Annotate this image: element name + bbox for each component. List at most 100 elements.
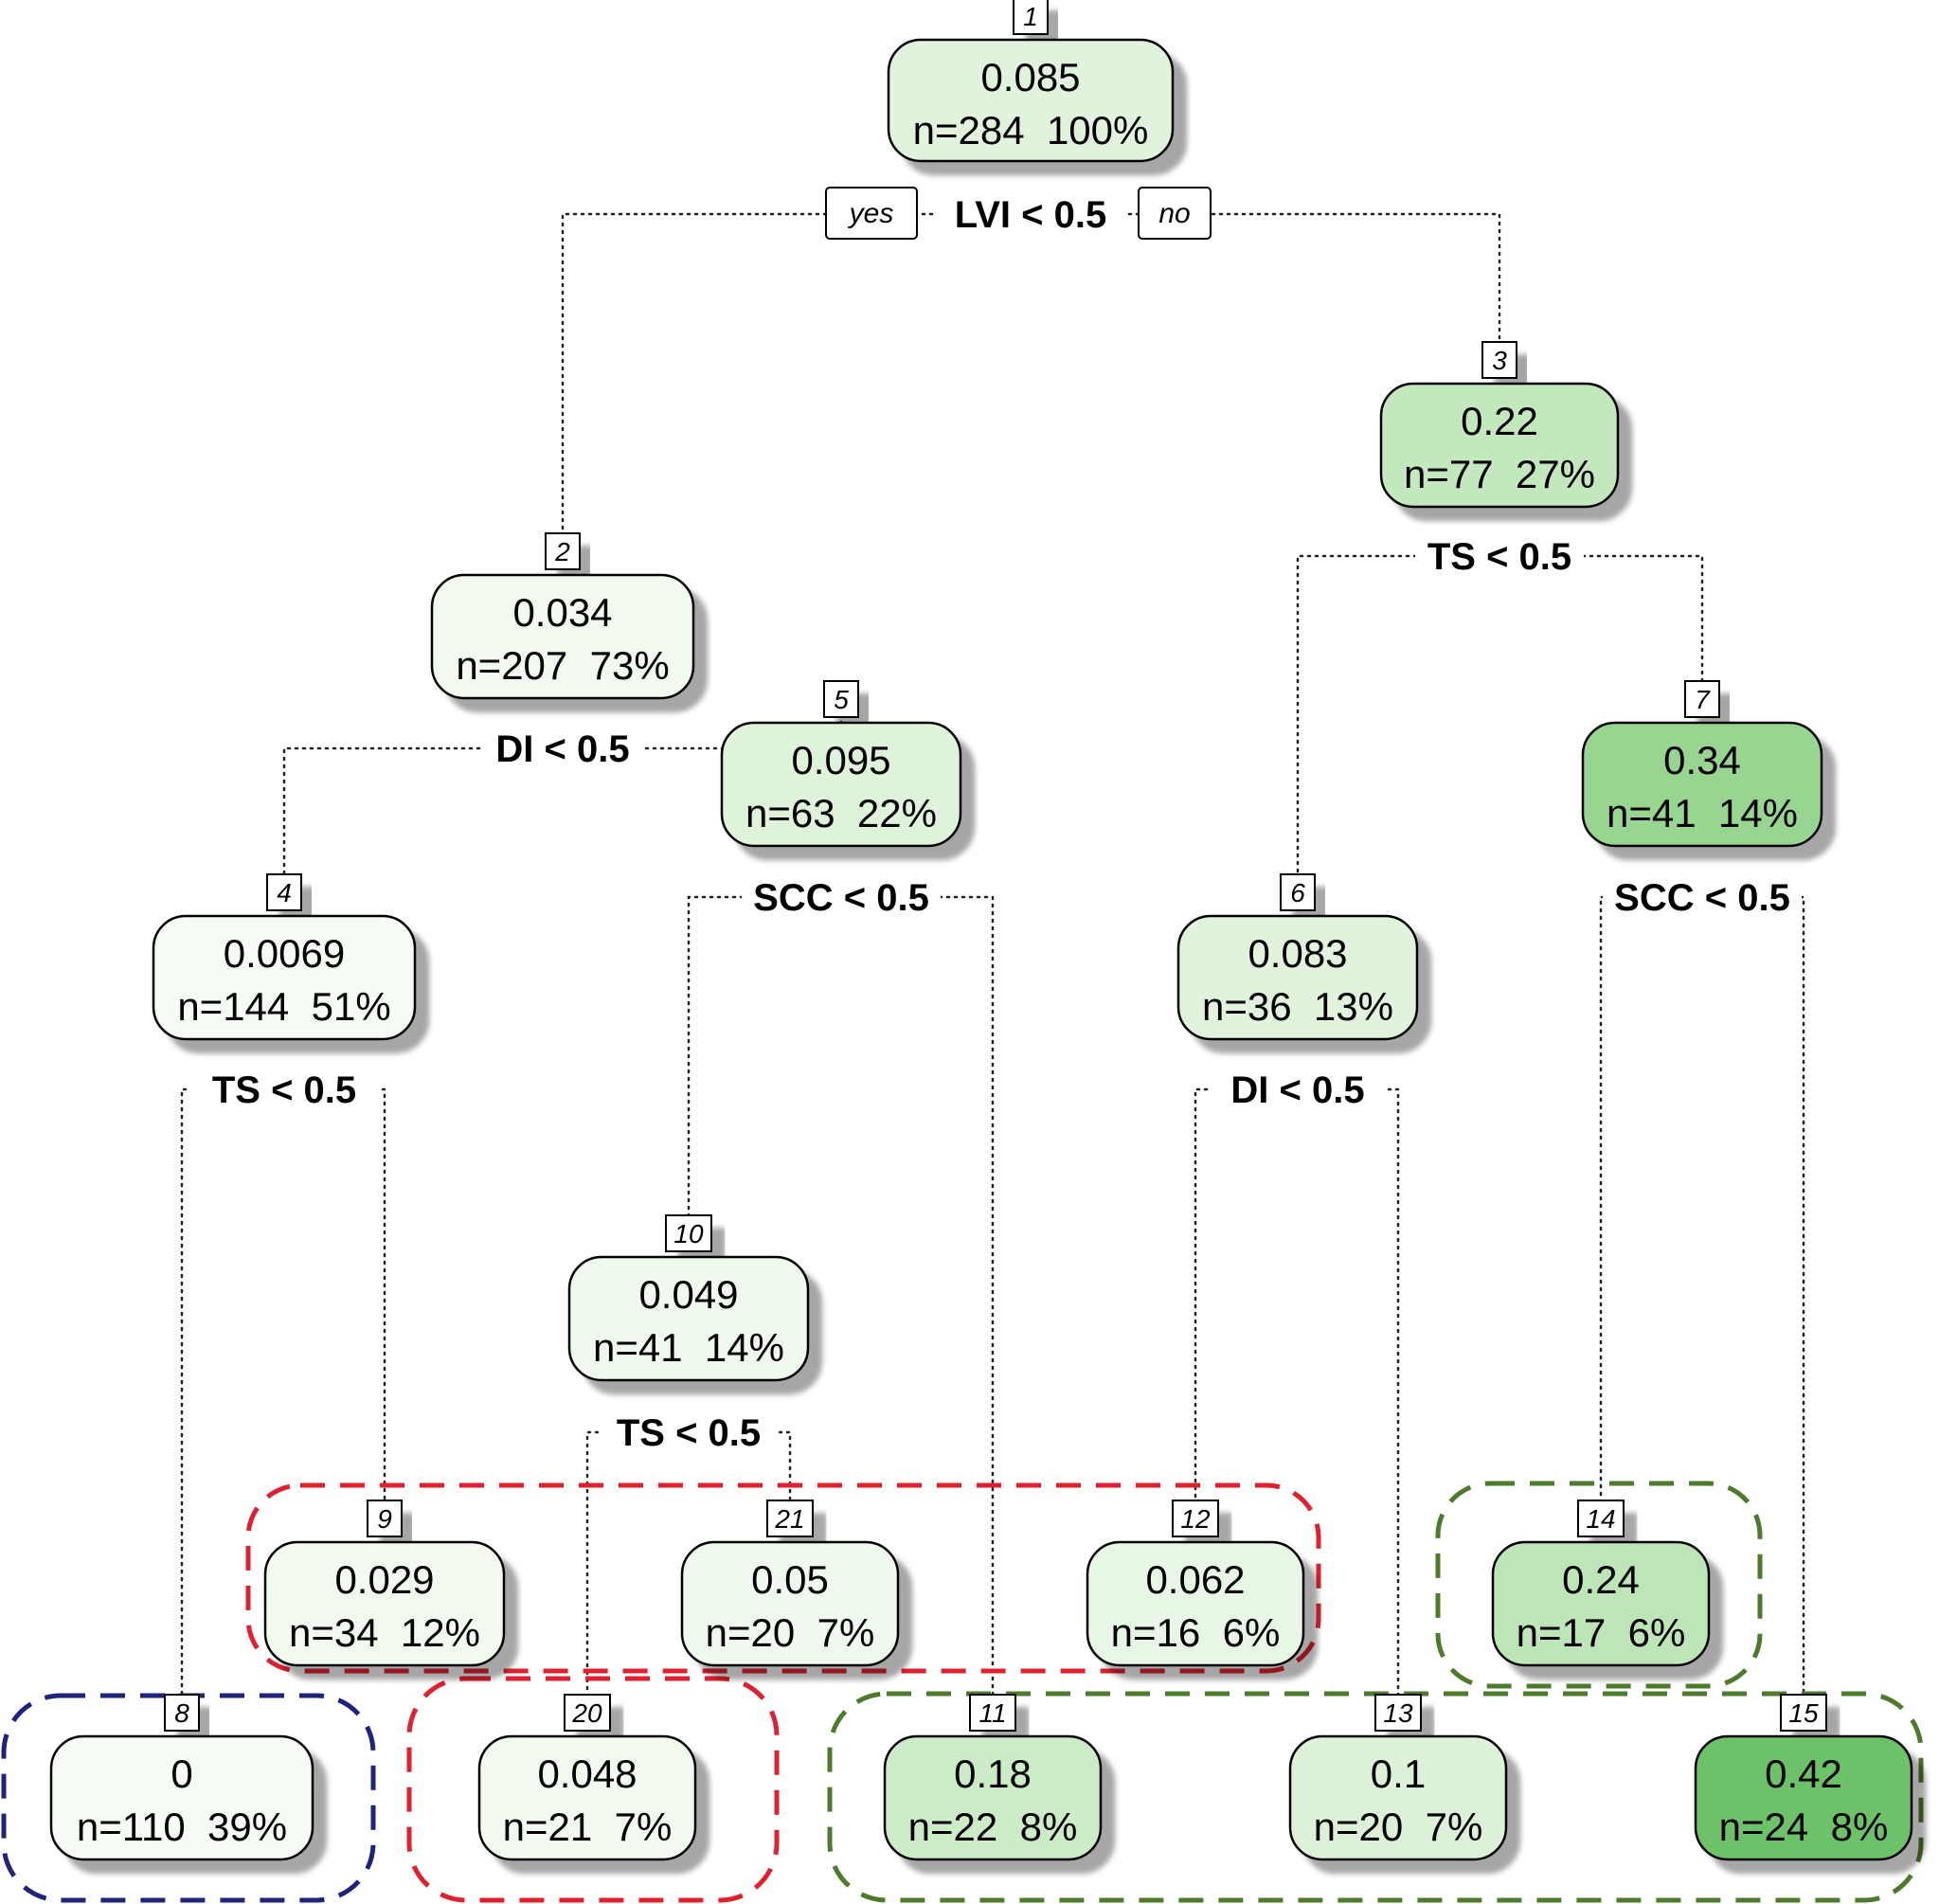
node-stats: n=20 7% — [706, 1610, 875, 1655]
node-stats: n=34 12% — [289, 1610, 480, 1655]
branch-label-yes: yes — [825, 187, 918, 240]
node-value: 0.029 — [334, 1557, 434, 1602]
node-id-box — [665, 1214, 712, 1252]
node-id-label: 12 — [1180, 1504, 1211, 1534]
tree-node-8: 80n=110 39% — [49, 1694, 314, 1861]
node-id-label: 6 — [1290, 878, 1305, 907]
edge-5-11 — [839, 895, 995, 1700]
node-value: 0.05 — [751, 1557, 829, 1602]
node-id-label: 5 — [834, 685, 849, 714]
node-value: 0.085 — [980, 55, 1080, 99]
node-id-box — [823, 680, 859, 718]
split-label-bg — [936, 186, 1125, 239]
node-value: 0.0069 — [224, 931, 345, 976]
node-box — [430, 573, 695, 700]
node-value: 0.048 — [537, 1751, 637, 1796]
split-label-bg — [742, 869, 941, 922]
node-id-label: 13 — [1383, 1698, 1413, 1728]
node-id-box — [164, 1694, 200, 1732]
node-value: 0.24 — [1562, 1557, 1640, 1602]
node-box — [1288, 1734, 1508, 1861]
split-text: TS < 0.5 — [1427, 536, 1571, 578]
edge-6-13 — [1296, 1087, 1400, 1700]
split-label-bg — [1209, 1061, 1387, 1114]
branch-label-box — [1138, 187, 1212, 240]
node-id-box — [1780, 1694, 1827, 1732]
node-id-box — [1013, 0, 1049, 35]
split-label-bg — [1415, 528, 1584, 581]
node-stats: n=16 6% — [1111, 1610, 1281, 1655]
node-stats: n=144 51% — [177, 984, 390, 1029]
node-id-label: 14 — [1586, 1504, 1615, 1534]
node-id-label: 1 — [1023, 2, 1038, 31]
node-stats: n=110 39% — [77, 1805, 287, 1849]
node-value: 0.22 — [1461, 399, 1538, 443]
tree-node-11: 11 0.18 n=22 8% — [883, 1694, 1103, 1861]
node-id-box — [545, 532, 581, 570]
node-value: 0.083 — [1248, 931, 1347, 976]
node-id-label: 9 — [377, 1504, 392, 1534]
node-id-label: 11 — [978, 1698, 1006, 1728]
edge-7-14 — [1599, 895, 1704, 1506]
red-group-outline-2 — [406, 1676, 780, 1903]
node-value: 0.18 — [954, 1751, 1032, 1796]
branch-label-text: yes — [848, 198, 894, 229]
node-id-label: 20 — [571, 1698, 602, 1728]
node-box — [1379, 382, 1620, 509]
node-stats: n=41 14% — [593, 1325, 784, 1370]
node-id-box — [1374, 1694, 1422, 1732]
node-id-box — [1280, 873, 1316, 911]
node-id-box — [367, 1500, 403, 1537]
node-value: 0.095 — [791, 738, 890, 782]
split-text: DI < 0.5 — [495, 728, 629, 770]
node-stats: n=20 7% — [1314, 1805, 1483, 1849]
branch-label-no: no — [1138, 187, 1212, 240]
edge-5-10 — [687, 895, 843, 1221]
split-text: DI < 0.5 — [1230, 1069, 1364, 1111]
split-label-3: TS < 0.5 — [1415, 528, 1584, 581]
node-box — [263, 1540, 506, 1667]
tree-node-7: 70.34n=41 14% — [1581, 680, 1823, 848]
node-id-label: 2 — [554, 537, 570, 566]
tree-node-4: 4 0.0069 n=144 51% — [152, 873, 417, 1041]
node-box — [1581, 721, 1823, 848]
edge-2-4 — [282, 746, 565, 880]
node-id-box — [1172, 1500, 1219, 1537]
split-label-bg — [599, 1404, 779, 1457]
node-value: 0.34 — [1663, 738, 1741, 782]
split-label-10: TS < 0.5 — [599, 1404, 779, 1457]
node-box — [567, 1255, 810, 1382]
split-text: SCC < 0.5 — [1614, 877, 1790, 919]
node-id-label: 3 — [1492, 346, 1507, 375]
node-stats: n=22 8% — [908, 1805, 1078, 1849]
node-box — [1086, 1540, 1305, 1667]
node-box — [1176, 914, 1419, 1041]
node-id-box — [1577, 1500, 1625, 1537]
node-id-box — [766, 1500, 814, 1537]
split-text: TS < 0.5 — [212, 1069, 356, 1111]
node-box — [720, 721, 962, 848]
node-id-label: 21 — [774, 1504, 804, 1534]
node-id-box — [969, 1694, 1016, 1732]
split-label-4: TS < 0.5 — [189, 1061, 379, 1114]
red-group-outline-1 — [245, 1482, 1321, 1674]
edge-4-9 — [282, 1087, 386, 1506]
node-stats: n=207 73% — [456, 643, 669, 688]
node-value: 0.1 — [1371, 1751, 1426, 1796]
node-id-box — [564, 1694, 611, 1732]
edge-6-12 — [1194, 1087, 1300, 1506]
node-stats: n=17 6% — [1517, 1610, 1686, 1655]
split-label-2: DI < 0.5 — [482, 720, 643, 773]
edge-10-21 — [687, 1430, 792, 1506]
node-id-label: 4 — [277, 878, 292, 907]
node-value: 0.42 — [1765, 1751, 1842, 1796]
split-label-5: SCC < 0.5 — [742, 869, 941, 922]
split-label-6: DI < 0.5 — [1209, 1061, 1387, 1114]
